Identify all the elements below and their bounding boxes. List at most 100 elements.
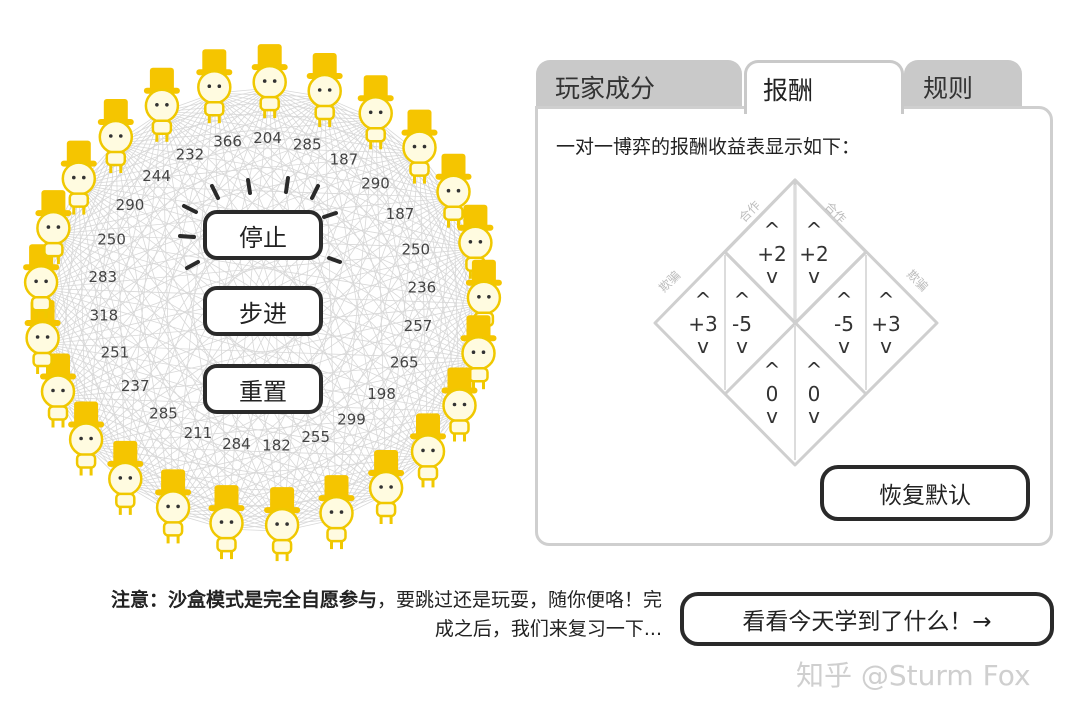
payoff-dd-right: 0 <box>808 382 821 406</box>
connection-line <box>173 513 337 520</box>
connection-line <box>226 493 387 530</box>
player-character <box>251 44 288 119</box>
player-score: 198 <box>367 385 396 403</box>
arrow-down[interactable]: v <box>766 264 778 288</box>
connection-line <box>226 153 420 530</box>
arrow-up[interactable]: ^ <box>734 288 751 312</box>
connection-line <box>53 233 283 532</box>
arrow-down[interactable]: v <box>736 334 748 358</box>
player-character <box>441 367 478 442</box>
arrow-up[interactable]: ^ <box>764 358 781 382</box>
connection-line <box>214 92 420 154</box>
connection-line <box>281 153 420 532</box>
connection-line <box>281 303 485 532</box>
shake-lines <box>178 176 342 270</box>
connection-line <box>115 142 126 485</box>
player-character <box>196 49 233 124</box>
player-score: 236 <box>408 279 437 297</box>
player-score: 366 <box>213 133 242 151</box>
player-score: 237 <box>121 377 150 395</box>
payoff-left-cheat: +3 <box>688 312 717 336</box>
player-character <box>155 469 192 544</box>
arrow-down[interactable]: v <box>880 334 892 358</box>
connection-line <box>336 119 377 520</box>
connection-line <box>269 87 454 199</box>
tab-player-composition[interactable]: 玩家成分 <box>536 60 742 110</box>
connection-line <box>53 233 174 514</box>
connection-line <box>324 96 479 360</box>
connection-line <box>40 111 163 289</box>
stop-button[interactable]: 停止 <box>203 210 323 260</box>
connection-line <box>85 93 215 446</box>
connection-line <box>57 111 163 398</box>
next-summary-button[interactable]: 看看今天学到了什么！→ <box>680 592 1054 646</box>
connection-line <box>324 96 387 495</box>
reset-button[interactable]: 重置 <box>203 364 323 414</box>
player-score: 284 <box>222 435 251 453</box>
player-score: 318 <box>90 307 119 325</box>
connection-line <box>385 197 454 495</box>
arrow-up[interactable]: ^ <box>806 358 823 382</box>
payoff-description: 一对一博弈的报酬收益表显示如下： <box>556 136 861 158</box>
label-cooperate-right: 合作 <box>822 199 850 227</box>
player-score: 283 <box>88 268 117 286</box>
connection-line <box>42 87 271 345</box>
connection-line <box>115 87 270 144</box>
player-score: 244 <box>142 167 171 185</box>
connection-line <box>57 96 325 398</box>
player-score: 232 <box>176 146 205 164</box>
connection-line <box>124 87 271 486</box>
player-score: 204 <box>253 129 282 147</box>
connection-line <box>172 93 215 514</box>
connection-line <box>214 92 476 250</box>
connection-line <box>172 248 476 514</box>
player-ring <box>23 44 502 562</box>
connection-line <box>78 184 479 360</box>
connection-line <box>161 111 227 530</box>
connection-line <box>214 92 460 412</box>
connection-line <box>40 142 117 289</box>
sandbox-note: 注意：沙盒模式是完全自愿参与，要跳过还是玩耍，随你便咯！完成之后，我们来复习一下… <box>100 586 662 644</box>
step-button[interactable]: 步进 <box>203 286 323 336</box>
payoff-dd-left: 0 <box>766 382 779 406</box>
arrow-up[interactable]: ^ <box>836 288 853 312</box>
arrow-up[interactable]: ^ <box>695 288 712 312</box>
connection-line <box>125 484 283 532</box>
player-character <box>435 153 472 228</box>
player-score: 250 <box>401 241 430 259</box>
connection-line <box>53 233 337 520</box>
tab-payoff[interactable]: 报酬 <box>744 60 904 114</box>
connection-line <box>78 184 126 485</box>
player-score: 250 <box>97 230 126 248</box>
connection-line <box>40 96 325 289</box>
arrow-up[interactable]: ^ <box>764 218 781 242</box>
arrow-down[interactable]: v <box>838 334 850 358</box>
connection-line <box>40 288 227 530</box>
connection-line <box>115 142 420 154</box>
connection-line <box>42 142 117 345</box>
label-cheat-left: 欺骗 <box>656 268 684 296</box>
arrow-down[interactable]: v <box>766 404 778 428</box>
connection-line <box>214 92 376 120</box>
player-character <box>24 300 61 374</box>
connection-line <box>53 233 126 486</box>
arrow-up[interactable]: ^ <box>806 218 823 242</box>
arrow-down[interactable]: v <box>808 404 820 428</box>
connection-line <box>281 457 429 532</box>
arrow-up[interactable]: ^ <box>878 288 895 312</box>
connection-line <box>115 142 283 532</box>
connection-line <box>375 119 460 412</box>
connection-line <box>324 97 337 520</box>
connection-line <box>78 184 227 530</box>
connection-line <box>281 119 377 532</box>
connection-line <box>269 88 387 495</box>
arrow-down[interactable]: v <box>808 264 820 288</box>
player-score: 285 <box>293 135 322 153</box>
payoff-right-coop: -5 <box>834 312 854 336</box>
connection-line <box>226 303 485 530</box>
arrow-down[interactable]: v <box>697 334 709 358</box>
connection-line <box>40 92 215 289</box>
tab-rules[interactable]: 规则 <box>904 60 1022 110</box>
restore-defaults-button[interactable]: 恢复默认 <box>820 465 1030 521</box>
